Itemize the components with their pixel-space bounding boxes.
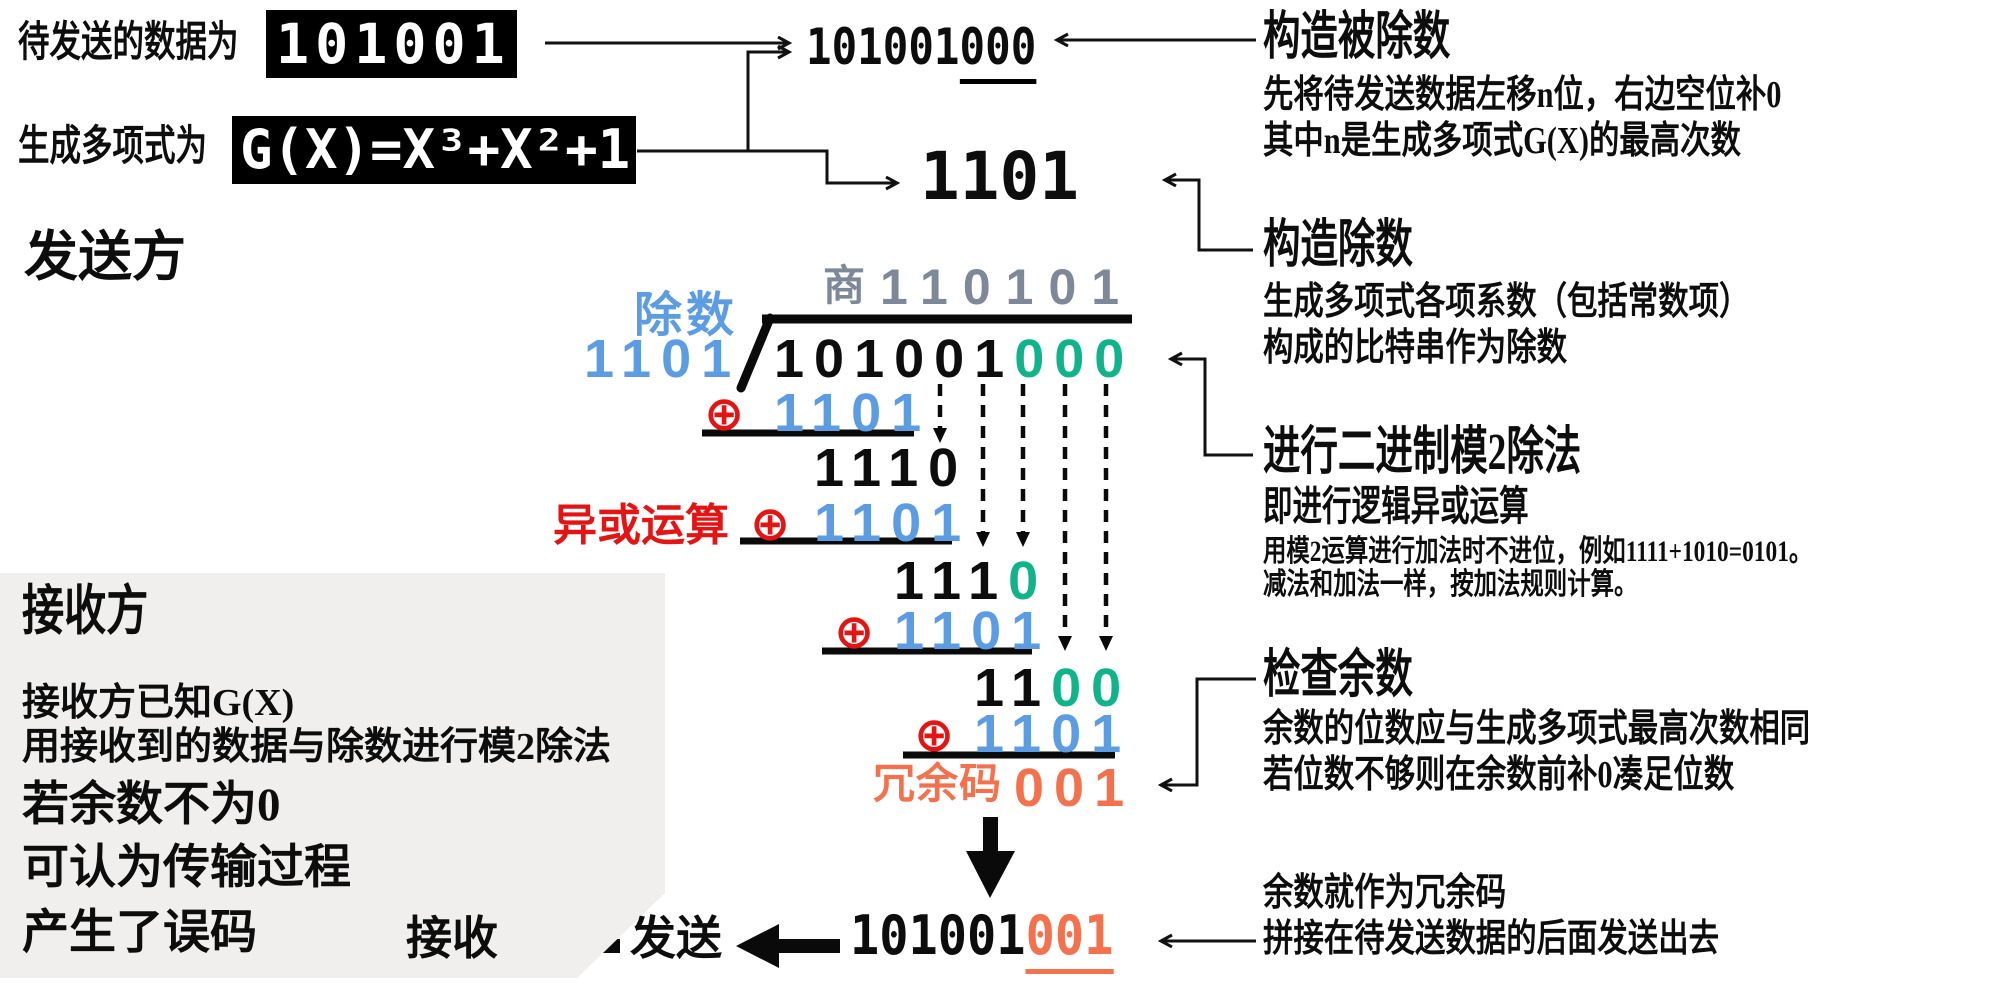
step3-subtrahend: 1101 [894,601,1052,661]
note-check-remainder-line2: 若位数不够则在余数前补0凑足位数 [1263,754,1735,796]
note-construct-dividend-title: 构造被除数 [1263,9,1451,66]
receiver-line1: 接收方已知G(X) [22,682,295,724]
note-construct-divisor-line1: 生成多项式各项系数（包括常数项） [1263,281,1750,323]
note-mod2-line1: 用模2运算进行加法时不进位，例如1111+1010=0101。 [1263,535,1813,568]
divisor-label: 除数 [634,289,739,342]
xor-icon-3: ⊕ [834,604,875,660]
divisor-value: 1101 [584,329,742,389]
connector-poly-to-divisor [637,149,896,183]
step1-result: 1110 [814,438,969,498]
note-construct-divisor-title: 构造除数 [1263,217,1413,274]
connector-note-remainder [1162,677,1256,785]
poly-value-box: G(X)=X³+X²+1 [232,116,636,184]
xor-icon-4: ⊕ [914,707,955,763]
step2-result: 1110 [894,554,1048,608]
note-construct-divisor-line2: 构成的比特串作为除数 [1263,327,1568,369]
note-check-remainder-title: 检查余数 [1263,647,1413,704]
constructed-dividend: 101001000 [806,18,1077,84]
bring-down-head-col8 [1058,636,1072,651]
poly-value: G(X)=X³+X²+1 [240,118,631,181]
step1-subtrahend: 1101 [774,383,932,443]
step4-subtrahend: 1101 [974,704,1132,764]
constructed-divisor: 1101 [920,138,1079,215]
sender-title: 发送方 [24,227,186,287]
note-check-remainder-line1: 余数的位数应与生成多项式最高次数相同 [1263,708,1811,750]
down-arrow [966,817,1015,898]
receiver-title: 接收方 [22,581,149,641]
data-value-box: 101001 [266,10,517,78]
note-append-line1: 余数就作为冗余码 [1263,872,1507,914]
left-arrow-send [736,924,840,968]
xor-icon-1: ⊕ [704,386,745,442]
xor-icon-2: ⊕ [750,496,791,552]
constructed-dividend-pad: 000 [959,18,1037,84]
step3-result: 1100 [974,661,1131,715]
dividend-head: 101001 [774,329,1015,389]
step3-result-head: 11 [974,658,1052,718]
division-slash [736,313,775,393]
connector-note-mod2 [1172,359,1253,457]
note-construct-dividend-line1: 先将待发送数据左移n位，右边空位补0 [1263,74,1782,116]
receiver-panel [0,573,665,978]
connector-poly-to-dividend [746,52,788,151]
note-mod2-subtitle: 即进行逻辑异或运算 [1263,483,1529,529]
dividend-row: 101001000 [774,332,1134,386]
data-label: 待发送的数据为 [18,20,239,66]
send-label: 发送 [630,913,722,964]
note-mod2-title: 进行二进制模2除法 [1263,424,1582,481]
quotient-value: 110101 [880,259,1135,315]
note-mod2-line2: 减法和加法一样，按加法规则计算。 [1263,568,1638,601]
note-append-line2: 拼接在待发送数据的后面发送出去 [1263,918,1720,960]
constructed-dividend-head: 101001 [806,18,960,76]
step3-result-pad: 00 [1051,658,1132,718]
step2-result-head: 111 [894,551,1009,611]
frame-head: 101001 [850,904,1026,967]
receiver-em2: 可认为传输过程 [22,842,351,894]
step2-result-pad: 0 [1008,551,1049,611]
remainder-value: 001 [1014,758,1135,818]
connector-note-construct-divisor [1166,180,1253,252]
xor-operation-label: 异或运算 [553,501,729,550]
receive-label: 接收 [406,913,498,964]
note-construct-dividend-line2: 其中n是生成多项式G(X)的最高次数 [1263,120,1741,162]
data-value: 101001 [276,11,511,76]
step2-subtrahend: 1101 [814,493,972,553]
frame-crc: 001 [1025,904,1114,974]
bring-down-head-col9 [1099,636,1113,651]
transmitted-frame: 101001001 [850,904,1143,974]
receiver-em3: 产生了误码 [22,907,257,959]
dividend-pad: 000 [1014,329,1135,389]
bring-down-head-col6 [976,532,990,547]
bring-down-head-col7 [1016,532,1030,547]
receiver-em1: 若余数不为0 [22,779,281,831]
quotient-label: 商 [823,264,866,310]
receiver-line2: 用接收到的数据与除数进行模2除法 [22,726,612,768]
poly-label: 生成多项式为 [18,124,208,170]
remainder-label: 冗余码 [873,762,1003,808]
